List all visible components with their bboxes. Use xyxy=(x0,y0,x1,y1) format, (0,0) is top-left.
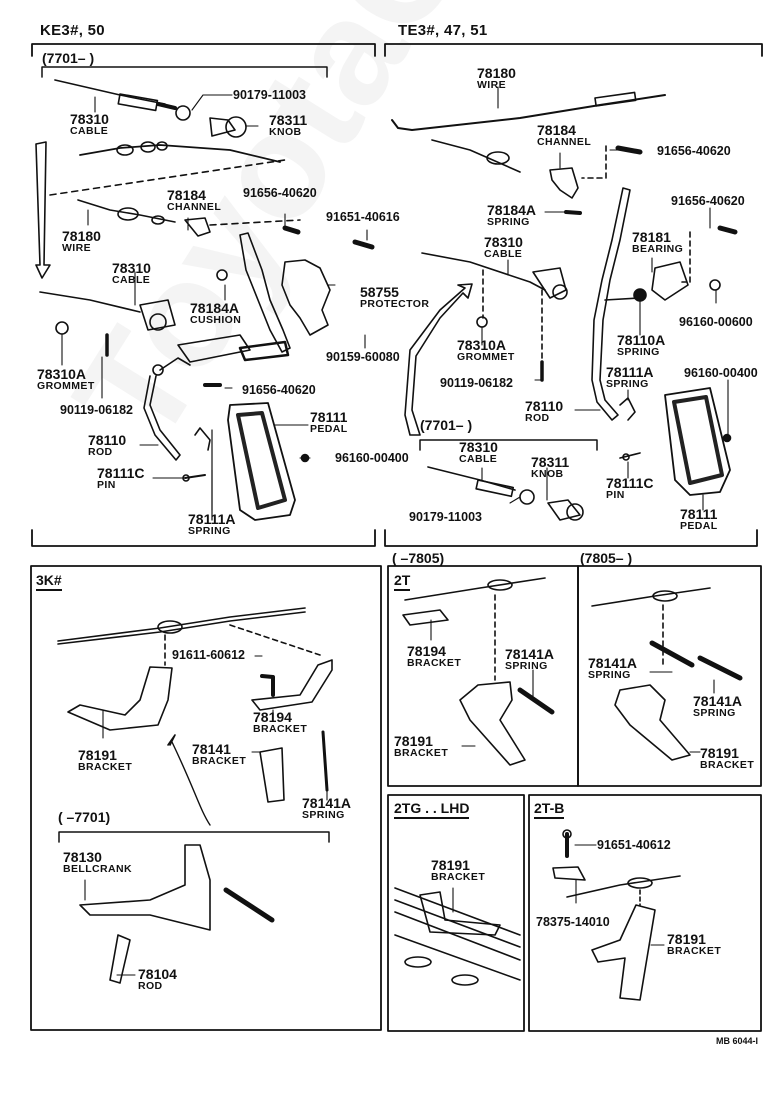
ke3-panel-range: (7701– ) xyxy=(42,50,95,66)
ke3-panel-frame xyxy=(31,43,376,547)
t2-early-panel-range: ( –7805) xyxy=(392,550,445,566)
tb2-panel-title: 2T-B xyxy=(534,800,565,819)
t2-late-panel-frame xyxy=(577,565,762,787)
part-label: 90159-60080 xyxy=(326,350,400,364)
part-label: 91651-40612 xyxy=(597,838,671,852)
te3-panel-title: TE3#, 47, 51 xyxy=(398,22,488,39)
tg2-panel-title: 2TG . . LHD xyxy=(394,800,470,819)
part-label: 96160-00600 xyxy=(679,315,753,329)
part-label: 96160-00400 xyxy=(684,366,758,380)
part-label: 91656-40620 xyxy=(671,194,745,208)
te3-panel-frame xyxy=(384,43,763,547)
part-label: 91656-40620 xyxy=(243,186,317,200)
part-label: 90119-06182 xyxy=(60,403,133,417)
part-label: 96160-00400 xyxy=(335,451,409,465)
part-label: 90119-06182 xyxy=(440,376,513,390)
tb2-panel-frame xyxy=(528,794,762,1032)
part-label: 78375-14010 xyxy=(536,915,610,929)
te3-panel-range: (7701– ) xyxy=(420,417,473,433)
part-label: 91656-40620 xyxy=(657,144,731,158)
part-label: 91656-40620 xyxy=(242,383,316,397)
part-label: 91611-60612 xyxy=(172,648,245,662)
k3-panel-frame xyxy=(30,565,382,1031)
part-label: 91651-40616 xyxy=(326,210,400,224)
k3-art xyxy=(57,607,333,984)
tg2-panel-frame xyxy=(387,794,525,1032)
te3-art xyxy=(391,91,738,521)
ke3-cable-art xyxy=(49,79,375,250)
k3-panel-range: ( –7701) xyxy=(58,809,111,825)
tb2-art xyxy=(552,829,681,1001)
tg2-art xyxy=(394,887,521,986)
part-label: 90179-11003 xyxy=(409,510,482,524)
leader-lines xyxy=(61,86,729,976)
part-label: 90179-11003 xyxy=(233,88,306,102)
t2-late-art xyxy=(591,587,743,761)
k3-panel-title: 3K# xyxy=(36,572,62,591)
diagram-code: MB 6044-I xyxy=(716,1036,759,1046)
t2-panel-title: 2T xyxy=(394,572,411,591)
ke3-pedal-assembly-art xyxy=(39,232,331,521)
ke3-arrow-art xyxy=(35,141,51,279)
ke3-panel-title: KE3#, 50 xyxy=(40,22,105,39)
t2-late-panel-range: (7805– ) xyxy=(580,550,633,566)
t2-early-art xyxy=(402,577,555,766)
